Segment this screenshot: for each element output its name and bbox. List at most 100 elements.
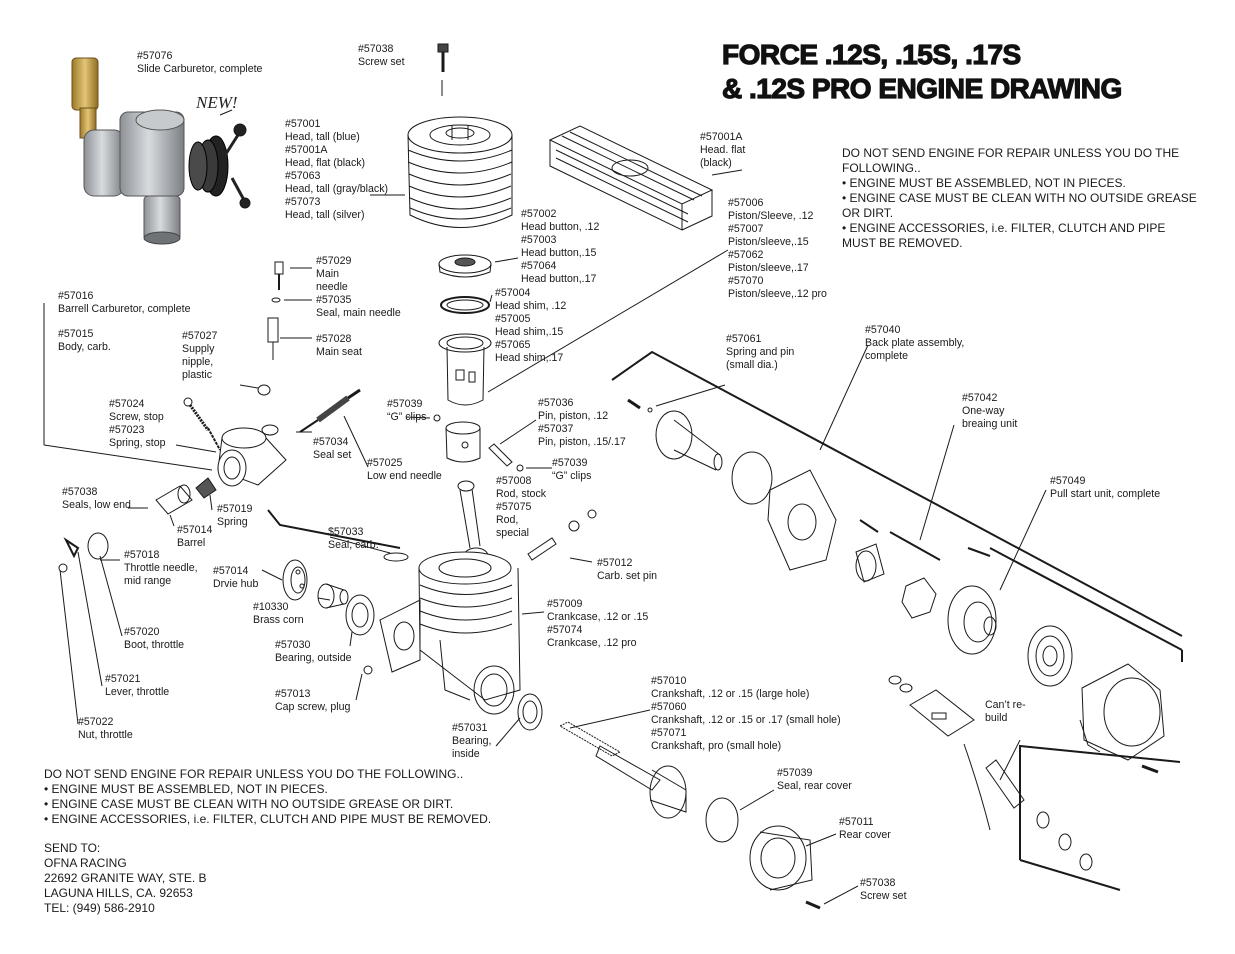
part-label-line: #57073 <box>285 196 321 208</box>
part-label-line: #57007 <box>728 223 764 235</box>
slide-carburetor-photo <box>71 57 251 245</box>
part-label-line: #57019 <box>217 503 253 515</box>
part-label-line: #57038 <box>860 877 896 889</box>
pull-start-housing <box>1079 663 1165 761</box>
part-label-line: special <box>496 527 529 539</box>
address-line: 22692 GRANITE WAY, STE. B <box>44 871 207 885</box>
supply-nipple <box>257 384 271 396</box>
part-label-line: #57076 <box>137 50 173 62</box>
part-label-line: Back plate assembly, <box>865 337 965 349</box>
part-label-line: Spring <box>217 516 248 528</box>
part-label-line: #57014 <box>177 524 213 536</box>
part-label-line: Carb. set pin <box>597 570 658 582</box>
crankcase <box>379 551 521 715</box>
part-label-line: #57002 <box>521 208 557 220</box>
cylinder-head <box>407 116 513 228</box>
drive-hub <box>282 559 308 601</box>
repair-notice-bottom: DO NOT SEND ENGINE FOR REPAIR UNLESS YOU… <box>44 767 491 827</box>
title-line-2: & .12S PRO ENGINE DRAWING <box>721 72 1122 104</box>
part-label-line: #57005 <box>495 313 531 325</box>
rear-cover <box>749 825 813 891</box>
part-label-line: Crankshaft, .12 or .15 (large hole) <box>651 688 810 700</box>
part-label-line: Main <box>316 268 339 280</box>
one-way-bearing-unit <box>855 543 937 619</box>
carb-barrel <box>155 484 193 515</box>
part-label-line: Head, tall (silver) <box>285 209 365 221</box>
throttle-nut <box>58 563 68 573</box>
part-label-line: nipple, <box>182 356 214 368</box>
part-label-line: #57020 <box>124 626 160 638</box>
part-label-line: Piston/sleeve,.15 <box>728 236 809 248</box>
screw-set-bottom <box>805 900 821 910</box>
part-label-line: Head. flat <box>700 144 746 156</box>
carb-set-pin <box>527 509 597 561</box>
part-label-line: Spring and pin <box>726 346 795 358</box>
part-label-line: Head, tall (blue) <box>285 131 360 143</box>
part-label-prebuild: Can’t re-build <box>985 699 1026 725</box>
piston-sleeve <box>438 333 492 406</box>
part-label-line: #57010 <box>651 675 687 687</box>
new-badge: NEW! <box>196 93 238 112</box>
part-label-line: (black) <box>700 157 732 169</box>
part-label-line: #57021 <box>105 673 141 685</box>
title-line-1: FORCE .12S, .15S, .17S <box>721 38 1021 70</box>
head-shim <box>440 296 490 314</box>
part-label-line: #57013 <box>275 688 311 700</box>
part-label-line: Head button,.15 <box>521 247 597 259</box>
part-label-line: #57039 <box>387 398 423 410</box>
part-label-line: #57011 <box>839 816 874 828</box>
cap-screw-plug <box>363 665 373 675</box>
part-label-line: Crankcase, .12 or .15 <box>547 611 649 623</box>
part-label-line: Supply <box>182 343 215 355</box>
send-to-address: SEND TO: OFNA RACING 22692 GRANITE WAY, … <box>44 841 207 916</box>
part-label-line: Rod, <box>496 514 519 526</box>
part-label-line: Pin, piston, .15/.17 <box>538 436 626 448</box>
part-label-line: Main seat <box>316 346 362 358</box>
low-end-needle <box>299 388 361 433</box>
wrist-pin <box>433 414 524 472</box>
part-label-line: Throttle needle, <box>124 562 198 574</box>
notice-line: • ENGINE ACCESSORIES, i.e. FILTER, CLUTC… <box>842 221 1166 250</box>
part-label-line: Barrel <box>177 537 206 549</box>
part-label-line: Screw set <box>358 56 405 68</box>
outside-bearing <box>345 594 375 636</box>
part-label-line: #57070 <box>728 275 764 287</box>
part-label-line: Head button, .12 <box>521 221 600 233</box>
part-label-line: Bearing, <box>452 735 492 747</box>
notice-line: • ENGINE MUST BE ASSEMBLED, NOT IN PIECE… <box>44 782 328 796</box>
part-label-line: Crankcase, .12 pro <box>547 637 637 649</box>
part-label-line: Boot, throttle <box>124 639 185 651</box>
part-label-line: Screw, stop <box>109 411 164 423</box>
part-label-line: Head, flat (black) <box>285 157 366 169</box>
part-label-line: Crankshaft, .12 or .15 or .17 (small hol… <box>651 714 841 726</box>
notice-line: • ENGINE CASE MUST BE CLEAN WITH NO OUTS… <box>44 797 454 811</box>
part-label-line: mid range <box>124 575 172 587</box>
part-label-line: build <box>985 712 1008 724</box>
part-label-line: #57039 <box>777 767 813 779</box>
part-label-line: Piston/Sleeve, .12 <box>728 210 814 222</box>
